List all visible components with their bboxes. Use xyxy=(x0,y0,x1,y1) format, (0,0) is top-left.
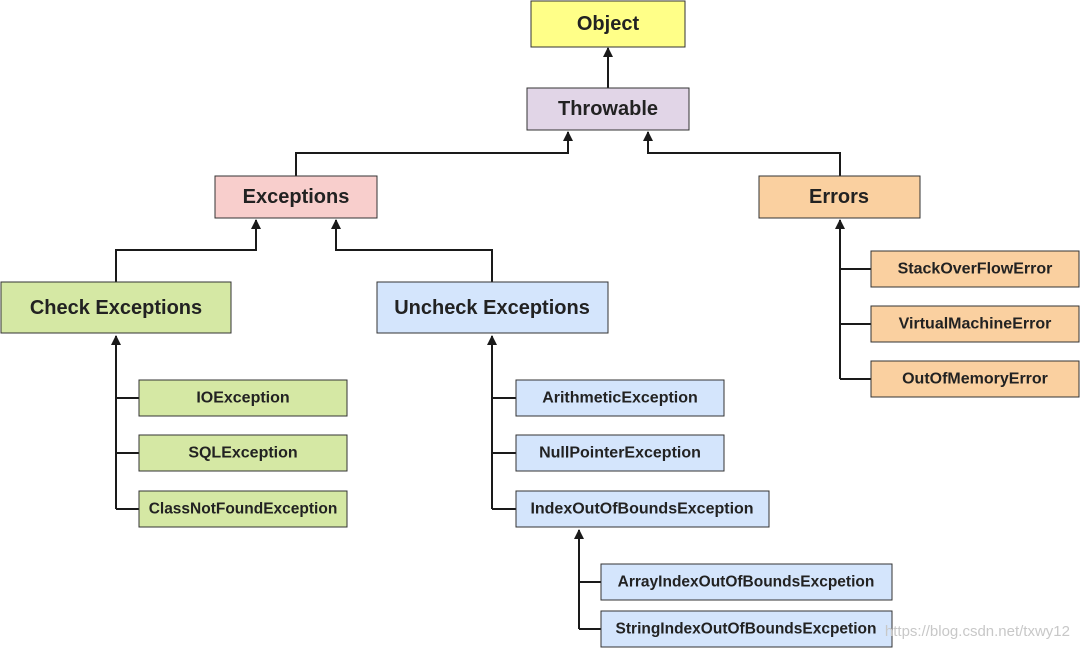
node-io-exception: IOException xyxy=(138,379,348,417)
node-null-pointer-exception: NullPointerException xyxy=(515,434,725,472)
node-check-exceptions: Check Exceptions xyxy=(0,281,232,334)
node-out-of-memory-error-label: OutOfMemoryError xyxy=(902,371,1048,388)
node-out-of-memory-error-box xyxy=(870,360,1080,398)
node-throwable: Throwable xyxy=(526,87,690,131)
edge-check-exceptions xyxy=(115,219,261,282)
node-sql-exception-label: SQLException xyxy=(188,445,297,462)
edge-uncheck-children xyxy=(492,336,516,510)
node-errors-label: Errors xyxy=(809,186,869,208)
node-string-index-out-of-bounds-box xyxy=(600,610,893,648)
node-string-index-out-of-bounds: StringIndexOutOfBoundsExcpetion xyxy=(600,610,893,648)
node-out-of-memory-error: OutOfMemoryError xyxy=(870,360,1080,398)
node-null-pointer-exception-box xyxy=(515,434,725,472)
node-errors: Errors xyxy=(758,175,921,219)
node-class-not-found-exception-label: ClassNotFoundException xyxy=(149,501,338,518)
edge-check-children xyxy=(116,336,139,510)
node-array-index-out-of-bounds-label: ArrayIndexOutOfBoundsExcpetion xyxy=(618,574,875,591)
node-arithmetic-exception-label: ArithmeticException xyxy=(542,390,698,407)
edge-uncheck-exceptions xyxy=(331,219,493,282)
edge-error-children xyxy=(840,220,871,380)
node-class-not-found-exception-box xyxy=(138,490,348,528)
node-uncheck-exceptions: Uncheck Exceptions xyxy=(376,281,609,334)
node-throwable-box xyxy=(526,87,690,131)
node-object-label: Object xyxy=(577,13,640,35)
node-io-exception-label: IOException xyxy=(196,390,289,407)
node-check-exceptions-box xyxy=(0,281,232,334)
node-virtual-machine-error-box xyxy=(870,305,1080,343)
connector-lines xyxy=(115,47,871,630)
node-class-not-found-exception: ClassNotFoundException xyxy=(138,490,348,528)
node-throwable-label: Throwable xyxy=(558,98,658,120)
node-stack-overflow-error-box xyxy=(870,250,1080,288)
node-io-exception-box xyxy=(138,379,348,417)
node-check-exceptions-label: Check Exceptions xyxy=(30,297,202,319)
node-string-index-out-of-bounds-label: StringIndexOutOfBoundsExcpetion xyxy=(616,621,877,638)
watermark-text: https://blog.csdn.net/txwy12 xyxy=(885,623,1070,640)
node-arithmetic-exception-box xyxy=(515,379,725,417)
node-arithmetic-exception: ArithmeticException xyxy=(515,379,725,417)
edge-index-children xyxy=(579,530,601,630)
node-uncheck-exceptions-label: Uncheck Exceptions xyxy=(394,297,590,319)
node-sql-exception-box xyxy=(138,434,348,472)
node-array-index-out-of-bounds: ArrayIndexOutOfBoundsExcpetion xyxy=(600,563,893,601)
node-index-out-of-bounds-exception-box xyxy=(515,490,770,528)
node-exceptions-label: Exceptions xyxy=(243,186,350,208)
node-sql-exception: SQLException xyxy=(138,434,348,472)
node-index-out-of-bounds-exception-label: IndexOutOfBoundsException xyxy=(530,501,753,518)
node-stack-overflow-error: StackOverFlowError xyxy=(870,250,1080,288)
node-stack-overflow-error-label: StackOverFlowError xyxy=(898,261,1053,278)
node-virtual-machine-error: VirtualMachineError xyxy=(870,305,1080,343)
node-object-box xyxy=(530,0,686,48)
node-null-pointer-exception-label: NullPointerException xyxy=(539,445,701,462)
node-virtual-machine-error-label: VirtualMachineError xyxy=(899,316,1052,333)
node-errors-box xyxy=(758,175,921,219)
node-array-index-out-of-bounds-box xyxy=(600,563,893,601)
node-uncheck-exceptions-box xyxy=(376,281,609,334)
node-exceptions-box xyxy=(214,175,378,219)
node-index-out-of-bounds-exception: IndexOutOfBoundsException xyxy=(515,490,770,528)
node-object: Object xyxy=(530,0,686,48)
node-exceptions: Exceptions xyxy=(214,175,378,219)
edge-exceptions-throwable xyxy=(295,131,573,176)
edge-errors-throwable xyxy=(643,131,841,176)
